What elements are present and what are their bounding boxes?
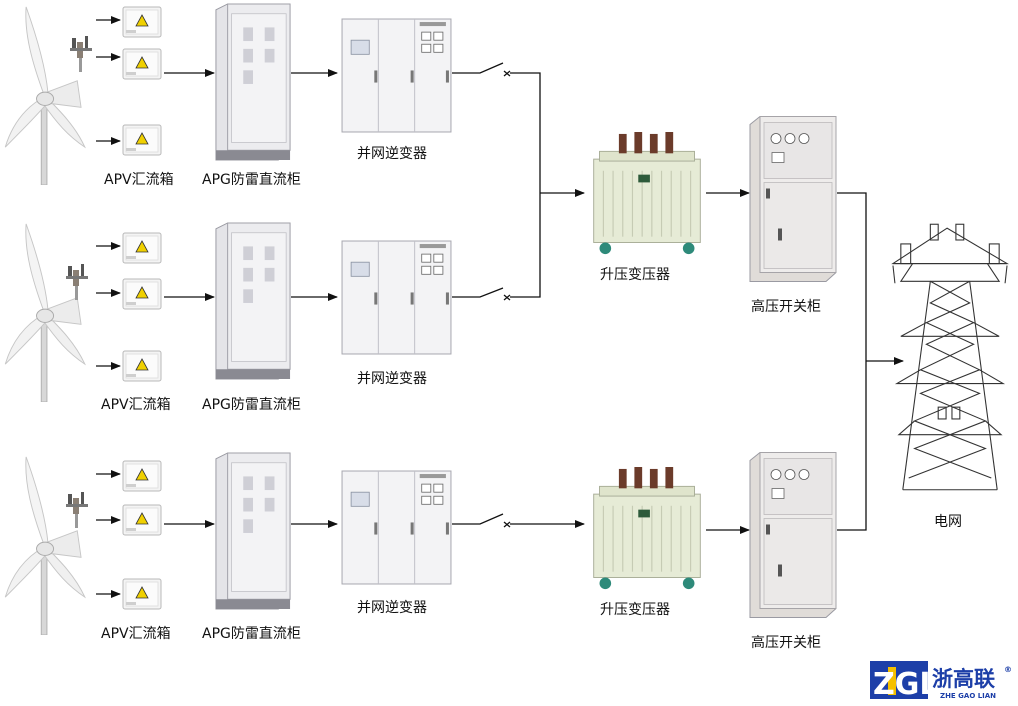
logo-pinyin: ZHE GAO LIAN [940,692,996,700]
switch-contact [503,70,511,77]
company-logo: ZGL 浙高联 ZHE GAO LIAN ® [870,661,1012,702]
logo-name: 浙高联 [932,667,995,691]
transformer-label: 升压变压器 [600,602,670,618]
switch-icon [452,62,504,74]
combiner-box-icon [122,232,162,264]
inverter-label: 并网逆变器 [357,146,427,162]
connection-lines [96,16,904,598]
line-hv-to-bus [837,192,867,531]
dc-cabinet-icon [215,452,291,610]
switchgear-label: 高压开关柜 [751,298,821,315]
hv-switchgear-icon [749,452,837,618]
wind-turbine-icon [4,223,86,402]
combiner-label: APV汇流箱 [101,626,171,642]
dc-cabinet-icon [215,222,291,380]
hv-switchgear-icon [749,116,837,282]
dc-cabinet-label: APG防雷直流柜 [202,625,301,642]
logo-registered-mark: ® [1004,665,1012,674]
switch-contact [503,521,511,528]
inverter-label: 并网逆变器 [357,600,427,616]
dc-cabinet-label: APG防雷直流柜 [202,396,301,413]
switch-icon [452,513,504,525]
inverter-icon [341,18,452,133]
sensor-icon [66,492,88,528]
line-inverter1-out [510,72,541,193]
dc-cabinet-icon [215,3,291,161]
line-inverter2-out [510,193,541,298]
combiner-box-icon [122,350,162,382]
combiner-box-icon [122,504,162,536]
transformer-icon [593,132,701,255]
switch-icon [452,287,504,298]
combiner-box-icon [122,6,162,38]
dc-cabinet-label: APG防雷直流柜 [202,171,301,188]
transformer-icon [593,467,701,590]
inverter-icon [341,240,452,355]
hv-switchgear-2: 高压开关柜 [749,452,837,651]
switchgear-label: 高压开关柜 [751,634,821,651]
inverter-icon [341,470,452,585]
logo-background [870,661,928,699]
wind-turbine-icon [4,456,86,635]
transformer-1: 升压变压器 [593,132,701,283]
hv-switchgear-1: 高压开关柜 [749,116,837,315]
switch-contact [503,294,511,301]
row-3: APV汇流箱 APG防雷直流柜 并网逆变器 [4,452,452,642]
row-2: APV汇流箱 APG防雷直流柜 并网逆变器 [4,222,452,413]
combiner-box-icon [122,578,162,610]
sensor-arrows [96,16,121,598]
combiner-box-icon [122,460,162,492]
sensor-icon [70,36,92,72]
transformer-label: 升压变压器 [600,267,670,283]
row-1: APV汇流箱 APG防雷直流柜 并网逆变器 [4,3,452,188]
logo-accent [888,667,896,695]
combiner-box-icon [122,278,162,310]
combiner-label: APV汇流箱 [104,172,174,188]
wind-turbine-icon [4,6,86,185]
inverter-label: 并网逆变器 [357,371,427,387]
logo-letters: ZGL [873,667,939,702]
combiner-label: APV汇流箱 [101,397,171,413]
transformer-2: 升压变压器 [593,467,701,618]
combiner-box-icon [122,48,162,80]
sensor-icon [66,264,88,300]
combiner-box-icon [122,124,162,156]
transmission-tower-icon [892,223,1008,491]
grid-label: 电网 [934,514,962,530]
grid-tower: 电网 [892,223,1008,530]
